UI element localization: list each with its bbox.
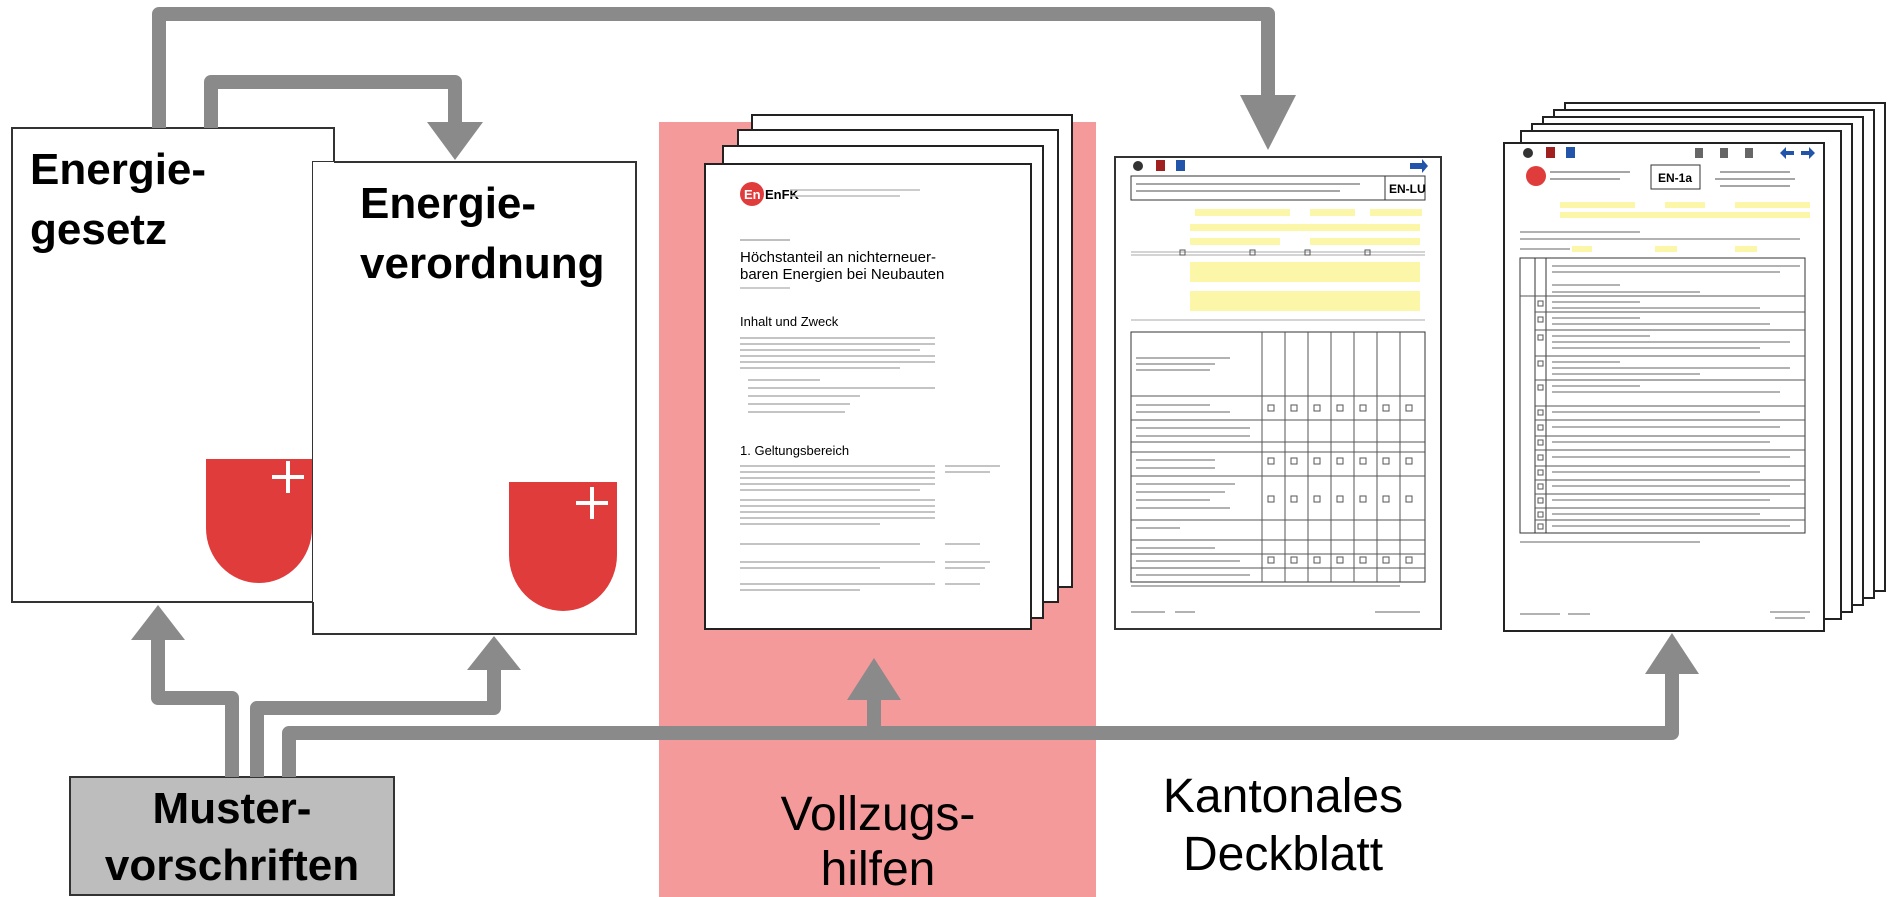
form-id-en-1a: EN-1a [1658,171,1692,185]
vollzugshilfen-label-line1: Vollzugs- [781,788,976,841]
arrow-gesetz-to-deckblatt [152,7,1275,128]
toolbar-icons [1133,159,1428,173]
coat-of-arms-icon [509,482,617,611]
vollzugshilfe-section-geltungsbereich: 1. Geltungsbereich [740,443,849,458]
mustervorschriften-line1: Muster- [153,784,312,833]
arrow-muster-to-vollzug-and-en1a [282,674,1679,777]
kantonales-deckblatt-label-line2: Deckblatt [1183,828,1383,881]
energieverordnung-document: Energie- verordnung [312,161,637,635]
energieverordnung-title-line2: verordnung [360,239,604,288]
vollzugshilfen-label-line2: hilfen [821,843,936,896]
arrowhead-up-icon [467,636,521,670]
svg-text:En: En [744,187,761,202]
arrowheads [131,95,1699,700]
vollzugshilfe-section-inhalt: Inhalt und Zweck [740,314,839,329]
arrow-left-icon [1780,147,1794,159]
arrowhead-up-icon [1645,633,1699,674]
flow-arrows [151,7,1679,777]
kantonales-deckblatt-form: EN-LU [1114,156,1442,630]
arrowhead-down-icon [427,122,483,160]
arrow-muster-to-verordnung [250,670,501,777]
vollzugshilfe-title-line2: baren Energien bei Neubauten [740,266,944,283]
energiegesetz-title-line1: Energie- [30,145,206,194]
arrow-gesetz-to-verordnung [204,75,462,128]
energiegesetz-document: Energie- gesetz [11,127,335,603]
energieverordnung-title-line1: Energie- [360,179,536,228]
vollzugshilfe-title-line1: Höchstanteil an nichterneuer- [740,249,936,266]
arrowhead-up-icon [847,658,901,700]
arrowhead-up-icon [131,605,185,640]
mustervorschriften-line2: vorschriften [105,841,359,890]
kantonales-deckblatt-label-line1: Kantonales [1163,770,1403,823]
energiegesetz-title-line2: gesetz [30,205,167,254]
toolbar-icons [1523,147,1815,159]
form-id-en-lu: EN-LU [1389,182,1426,196]
coat-of-arms-icon [206,459,312,583]
en-1a-form-stack: EN-1a [1503,102,1886,632]
arrow-right-icon [1801,147,1815,159]
mustervorschriften-box: Muster- vorschriften [69,776,395,896]
arrow-right-icon [1410,159,1428,173]
vollzugshilfen-document-stack: En EnFK Höchstanteil an nichterneuer- ba… [704,114,1073,630]
arrow-muster-to-gesetz [151,640,239,777]
arrowhead-down-icon [1240,95,1296,150]
